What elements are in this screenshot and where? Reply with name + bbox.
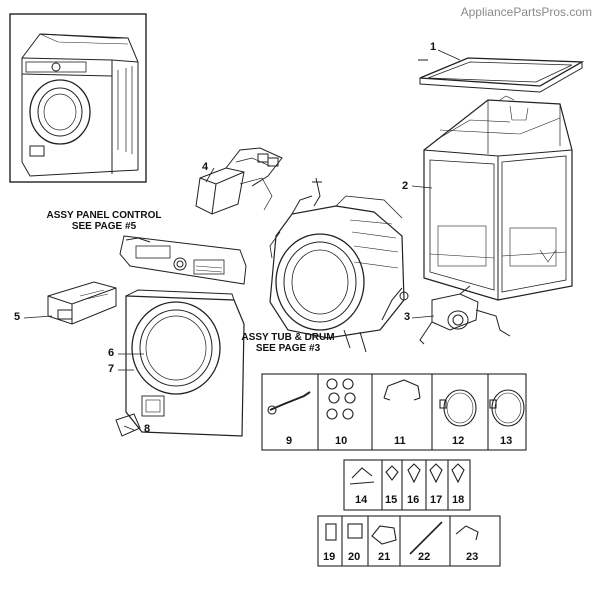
callout-8: 8 <box>144 423 151 435</box>
callout-5: 5 <box>14 311 21 323</box>
cabinet-frame-part <box>423 95 573 301</box>
top-cover-part <box>418 57 585 93</box>
drain-pump-part <box>419 285 511 345</box>
washer-overview-inset <box>9 13 147 183</box>
part-label-10: 10 <box>335 435 348 447</box>
part-label-12: 12 <box>452 435 465 447</box>
part-label-18: 18 <box>452 494 465 506</box>
part-label-15: 15 <box>385 494 398 506</box>
part-label-21: 21 <box>378 551 391 563</box>
parts-table-row1 <box>261 373 527 451</box>
note-line: ASSY PANEL CONTROL <box>46 210 162 221</box>
control-pcb-part <box>195 147 283 215</box>
part-label-19: 19 <box>323 551 336 563</box>
parts-table-row3 <box>317 515 501 567</box>
part-label-9: 9 <box>286 435 293 447</box>
part-label-20: 20 <box>348 551 361 563</box>
part-label-14: 14 <box>355 494 368 506</box>
part-label-16: 16 <box>407 494 420 506</box>
callout-7: 7 <box>108 363 115 375</box>
callout-1: 1 <box>430 41 437 53</box>
parts-table-row2 <box>343 459 471 511</box>
part-label-17: 17 <box>430 494 443 506</box>
detergent-drawer-part <box>47 281 117 325</box>
part-label-13: 13 <box>500 435 513 447</box>
tub-drum-assembly <box>269 177 409 353</box>
part-label-23: 23 <box>466 551 479 563</box>
front-panel-door-part <box>125 289 245 437</box>
callout-2: 2 <box>402 180 409 192</box>
watermark: AppliancePartsPros.com <box>460 5 592 19</box>
filter-cover-part <box>115 413 141 437</box>
note-line: ASSY TUB & DRUM <box>241 332 335 343</box>
note-tub-drum: ASSY TUB & DRUM SEE PAGE #3 <box>228 332 348 354</box>
callout-3: 3 <box>404 311 411 323</box>
callout-6: 6 <box>108 347 115 359</box>
control-panel-part <box>119 235 247 285</box>
part-label-22: 22 <box>418 551 431 563</box>
note-line: SEE PAGE #3 <box>255 343 321 354</box>
callout-4: 4 <box>202 161 209 173</box>
note-panel-control: ASSY PANEL CONTROL SEE PAGE #5 <box>36 210 172 232</box>
leader-lines <box>23 49 461 431</box>
part-label-11: 11 <box>394 435 406 447</box>
note-line: SEE PAGE #5 <box>71 221 137 232</box>
